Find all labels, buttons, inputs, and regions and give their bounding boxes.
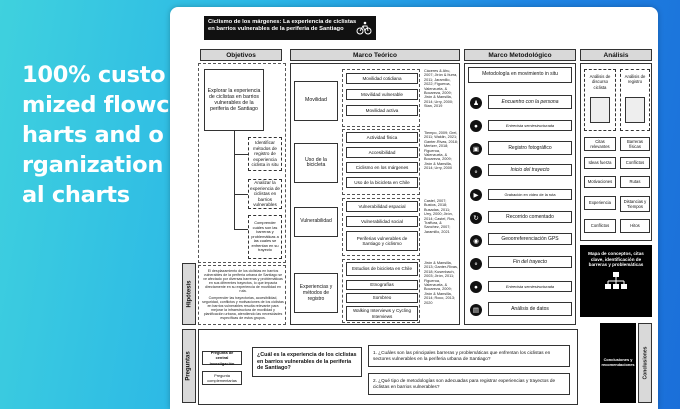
analisis-item: Ideas fuerza (584, 157, 616, 169)
theory-references: Castel, 2007; Bustos, 2018; Busadas, 201… (424, 199, 456, 234)
pregunta-complementaria-2: 2. ¿Qué tipo de metodologías son adecuad… (368, 373, 570, 395)
analisis-item: Rutas (620, 176, 650, 188)
hipotesis-label: Hipótesis (182, 263, 196, 325)
analisis-item: Distancias y Tiempos (620, 196, 650, 212)
preguntas-frame (198, 329, 578, 405)
method-step: Entrevista semiestructurada (488, 120, 572, 131)
theory-item: Estudios de bicicleta en Chile (346, 262, 418, 276)
mapa-conceptos-text: Mapa de conceptos, citas clave, identifi… (588, 251, 644, 268)
method-step: Geoorreferenciación GPS (488, 233, 572, 245)
analisis-item: Experiencia (584, 196, 616, 210)
connector (234, 194, 248, 195)
theory-group-uso-bicicleta: Uso de la bicicleta (294, 143, 338, 183)
objetivos-connector (234, 131, 235, 229)
header-marco-metodologico: Marco Metodológico (464, 49, 576, 61)
theory-item: Movilidad vulnerable (346, 89, 418, 100)
video-icon: ▶ (470, 189, 482, 201)
method-top: Metodología en movimiento in situ (468, 67, 572, 83)
method-step: Grabación en video de la ruta (488, 189, 572, 200)
theory-group-experiencias: Experiencias y métodos de registro (294, 273, 338, 313)
theory-references: Tiempo, 2009; Grel, 2011; Waklin, 2021; … (424, 131, 458, 171)
objetivo-especifico-2: Analizar la experiencia de ciclistas en … (248, 179, 282, 209)
theory-item: Actividad física (346, 132, 418, 143)
diagram-title: Ciclismo de los márgenes: La experiencia… (204, 16, 376, 40)
pregunta-central-label: Pregunta de central investigación (202, 350, 242, 366)
analisis-item: Barreras físicas (620, 137, 650, 151)
method-step: Análisis de datos (488, 302, 572, 316)
microphone-icon: ● (470, 281, 482, 293)
analisis-item: Conflictos (584, 219, 616, 233)
conclusiones-label-text: Conclusiones (642, 346, 649, 380)
microphone-icon: ● (470, 120, 482, 132)
movilidad-items-frame (342, 69, 420, 127)
cyclist-icon (356, 21, 372, 35)
people-icon: ♟ (470, 97, 482, 109)
analisis-item: Conflictos (620, 157, 650, 169)
objetivo-general: Explorar la experiencia de ciclistas en … (204, 69, 264, 131)
hipotesis-p2: Comprender las trayectorias, accesibilid… (202, 296, 284, 321)
chart-icon: ▤ (470, 304, 482, 316)
diagram-title-text: Ciclismo de los márgenes: La experiencia… (208, 19, 357, 32)
pregunta-complementaria-1: 1. ¿Cuáles son las principales barreras … (368, 345, 570, 367)
uso-items-frame (342, 129, 420, 195)
theory-item: Vulnerabilidad social (346, 216, 418, 227)
theory-item: Walking Interviews y Cycling Interviews (346, 306, 418, 321)
analisis-item: Hitos (620, 219, 650, 233)
document-thumbnail (590, 97, 610, 123)
method-step: Fin del trayecto (488, 256, 572, 268)
objetivo-especifico-1: Identificar métodos de registro de exper… (248, 137, 282, 171)
theory-item: Uso de la bicicleta en Chile (346, 177, 418, 188)
marco-teorico-frame (290, 63, 460, 325)
method-step: Recorrido comentado (488, 211, 572, 223)
objetivo-especifico-3: Comprender cuáles son las barreras y pro… (248, 215, 282, 259)
theory-item: Sombreo (346, 293, 418, 303)
method-step: Encuentro con la persona (488, 95, 572, 109)
conclusiones-box: Conclusiones y recomendaciones (600, 323, 636, 403)
gps-icon: ◉ (470, 235, 482, 247)
theory-references: Jirón & Mansilla, 2013; Ganter-Rivas, 20… (424, 261, 458, 305)
hipotesis-p1: El desplazamiento de los ciclistas en ba… (203, 269, 283, 294)
header-marco-teorico: Marco Teórico (290, 49, 460, 61)
vulnerabilidad-items-frame (342, 198, 420, 256)
theory-item: Accesibilidad (346, 147, 418, 158)
marco-metodologico-frame (464, 63, 576, 325)
analisis-frame (580, 63, 652, 241)
theory-group-vulnerabilidad: Vulnerabilidad (294, 207, 338, 237)
theory-item: Etnografías (346, 280, 418, 290)
method-step: Registro fotográfico (488, 141, 572, 155)
method-step: Entrevista semiestructurada (488, 281, 572, 292)
preguntas-complementarias-label: Pregunta complementarias (202, 371, 242, 385)
pregunta-central: ¿Cuál es la experiencia de los ciclistas… (252, 347, 362, 377)
theory-item: Ciclismo en los márgenes (346, 162, 418, 173)
theory-group-movilidad: Movilidad (294, 81, 338, 121)
theory-item: Periferias vulnerables de Santiago y cic… (346, 231, 418, 251)
header-analisis: Análisis (580, 49, 652, 61)
theory-item: Vulnerabilidad espacial (346, 201, 418, 212)
preguntas-label-text: Preguntas (186, 351, 192, 381)
map-thumbnail (625, 97, 645, 123)
mapa-conceptos-panel: Mapa de conceptos, citas clave, identifi… (580, 245, 652, 317)
route-icon: ↻ (470, 212, 482, 224)
promo-headline: 100% customized flowcharts and organizat… (22, 62, 170, 208)
objetivos-frame (198, 63, 286, 263)
header-objetivos: Objetivos (200, 49, 282, 61)
connector (234, 229, 248, 230)
org-chart-icon (605, 271, 627, 289)
method-step: Inicio del trayecto (488, 164, 572, 176)
camera-icon: ▣ (470, 143, 482, 155)
connector (234, 154, 248, 155)
hipotesis-label-text: Hipótesis (186, 280, 193, 308)
conclusiones-label: Conclusiones (638, 323, 652, 403)
theory-item: Movilidad cotidiana (346, 73, 418, 84)
analisis-item: Motivaciones (584, 176, 616, 188)
flowchart-sheet: Ciclismo de los márgenes: La experiencia… (170, 7, 658, 409)
preguntas-label: Preguntas (182, 329, 196, 403)
theory-references: Cáceres & Ahu, 2007; Jirón & Iturra, 201… (424, 69, 458, 109)
theory-item: Movilidad activa (346, 105, 418, 116)
bicycle-icon: ⚬ (470, 166, 482, 178)
experiencias-items-frame (342, 259, 420, 323)
bicycle-icon: ⚬ (470, 258, 482, 270)
analisis-item: Citas relevantes (584, 137, 616, 151)
hipotesis-frame (198, 265, 286, 325)
